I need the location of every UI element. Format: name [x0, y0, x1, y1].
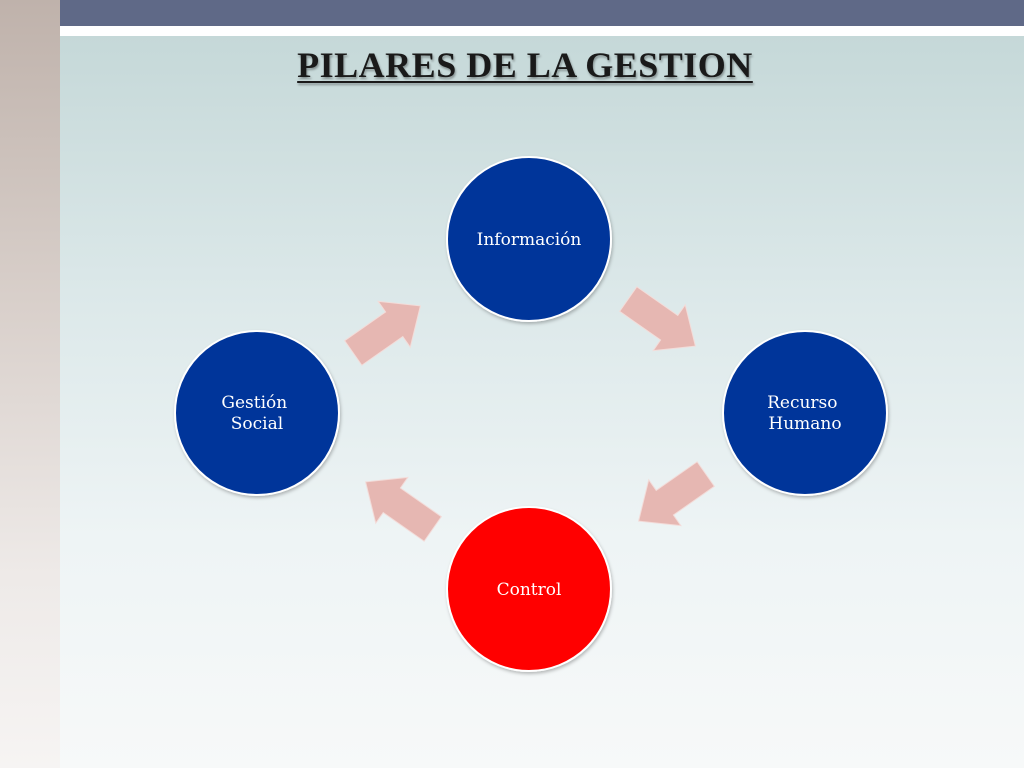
svg-text:Gestión Social: Gestión Social — [221, 393, 292, 434]
top-header-bar — [60, 0, 1024, 26]
node-label-line: Control — [497, 580, 562, 600]
node-gestion-social: Gestión Social — [174, 330, 340, 496]
slide-title: PILARES DE LA GESTION — [297, 45, 753, 85]
node-label-line: Social — [231, 414, 283, 434]
node-informacion: Información — [446, 156, 612, 322]
svg-text:Recurso Humano: Recurso Humano — [767, 393, 843, 434]
node-label-line: Gestión — [221, 393, 287, 413]
left-decorative-band — [0, 0, 60, 768]
node-recurso-humano: Recurso Humano — [722, 330, 888, 496]
arrow-shape — [364, 476, 443, 542]
arrow-informacion-to-recurso — [618, 286, 697, 352]
node-label-line: Recurso — [767, 393, 837, 413]
arrow-gestion-to-informacion — [343, 300, 422, 366]
node-label-line: Información — [477, 230, 582, 250]
arrow-shape — [618, 286, 697, 352]
arrow-recurso-to-control — [637, 461, 716, 527]
node-circle — [722, 330, 888, 496]
svg-text:Control: Control — [497, 580, 562, 600]
node-label-line: Humano — [768, 414, 841, 434]
node-circle — [446, 156, 612, 322]
node-circle — [174, 330, 340, 496]
node-control: Control — [446, 506, 612, 672]
header-divider-line — [60, 26, 1024, 36]
arrow-shape — [637, 461, 716, 527]
arrow-shape — [343, 300, 422, 366]
svg-text:Información: Información — [477, 230, 582, 250]
arrow-control-to-gestion — [364, 476, 443, 542]
node-circle — [446, 506, 612, 672]
